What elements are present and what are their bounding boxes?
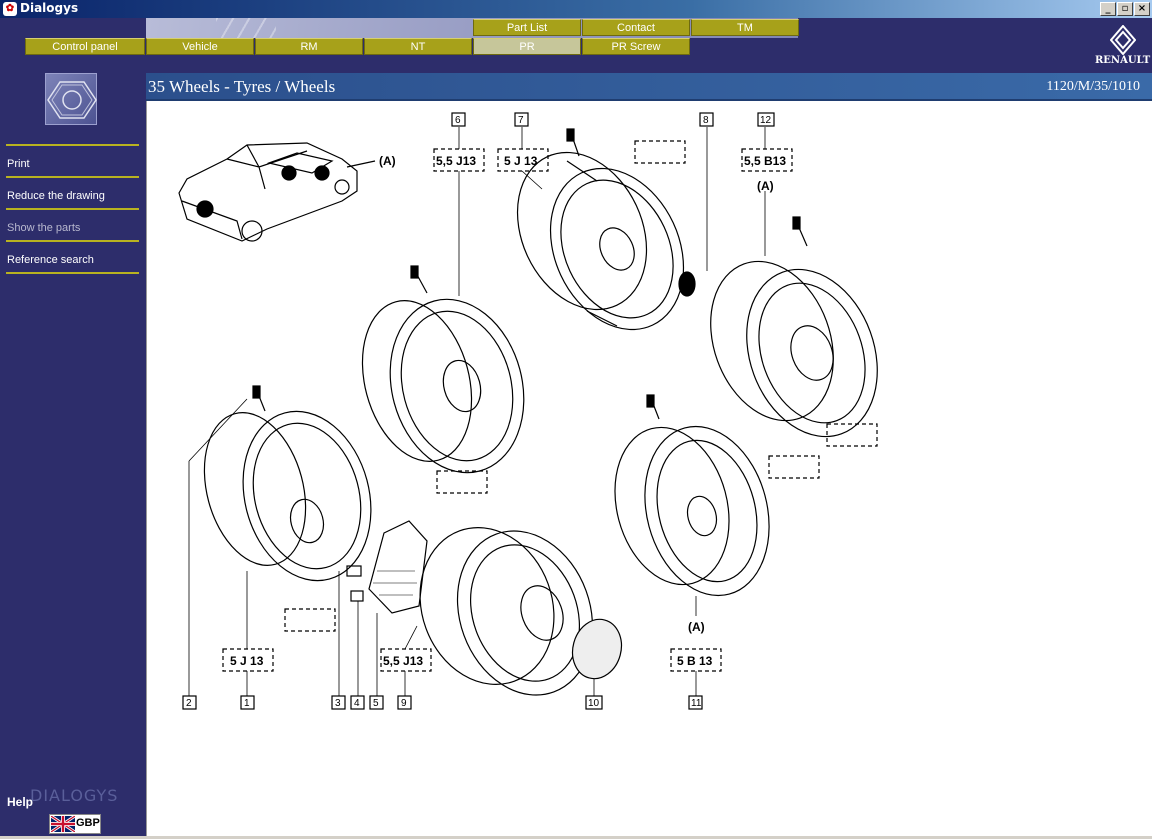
wheel-9[interactable] — [399, 509, 628, 715]
menu-divider — [6, 144, 139, 146]
page-title: 35 Wheels - Tyres / Wheels — [148, 77, 336, 96]
callout-12[interactable]: 12 — [760, 115, 772, 126]
variant-marker-11: (A) — [688, 620, 705, 634]
variant-marker-car: (A) — [379, 154, 396, 168]
reference-search-menu-item[interactable]: Reference search — [7, 254, 94, 266]
tab-contact[interactable]: Contact — [582, 19, 690, 36]
renault-diamond-icon — [1109, 25, 1136, 55]
app-icon: ✿ — [3, 2, 17, 16]
callout-10[interactable]: 10 — [588, 698, 600, 709]
menu-divider — [6, 240, 139, 242]
spec-label-12: 5,5 B13 — [744, 154, 786, 168]
spec-label-6: 5,5 J13 — [436, 154, 476, 168]
spec-label-1: 5 J 13 — [230, 654, 264, 668]
callout-8[interactable]: 8 — [703, 115, 709, 126]
header: Part List Contact TM Control panel Vehic… — [0, 18, 1152, 73]
tab-control-panel[interactable]: Control panel — [25, 38, 145, 55]
window-title: Dialogys — [20, 1, 79, 15]
currency-selector[interactable]: GBP — [49, 814, 101, 834]
reduce-drawing-menu-item[interactable]: Reduce the drawing — [7, 190, 105, 202]
parts-drawing[interactable]: (A) — [146, 101, 1152, 836]
wheel-1[interactable] — [188, 385, 389, 595]
hub-cap-5[interactable] — [346, 520, 428, 614]
variant-marker-12: (A) — [757, 179, 774, 193]
close-button[interactable]: × — [1134, 2, 1150, 16]
help-link[interactable]: Help — [7, 795, 34, 809]
menu-divider — [6, 208, 139, 210]
show-parts-menu-item: Show the parts — [7, 222, 81, 234]
wheel-11[interactable] — [598, 394, 787, 610]
restore-button[interactable]: ▫ — [1117, 2, 1133, 16]
spec-label-9: 5,5 J13 — [383, 654, 423, 668]
tab-rm[interactable]: RM — [255, 38, 363, 55]
spec-label-7: 5 J 13 — [504, 154, 538, 168]
callout-4[interactable]: 4 — [354, 698, 360, 709]
content-header: 35 Wheels - Tyres / Wheels 1120/M/35/101… — [146, 73, 1152, 101]
drawing-reference: 1120/M/35/1010 — [1046, 79, 1140, 94]
bottom-border — [0, 836, 1152, 839]
callout-2[interactable]: 2 — [186, 698, 192, 709]
callout-7[interactable]: 7 — [518, 115, 524, 126]
callout-numbers: 6 7 8 12 2 1 3 4 5 9 10 11 — [186, 115, 772, 709]
car-illustration — [178, 142, 376, 242]
callout-5[interactable]: 5 — [373, 698, 379, 709]
currency-label: GBP — [76, 817, 100, 829]
tab-part-list[interactable]: Part List — [473, 19, 581, 36]
exploded-view-diagram[interactable]: (A) — [147, 101, 1152, 836]
wheel-6[interactable] — [346, 265, 543, 488]
tab-pr-screw[interactable]: PR Screw — [582, 38, 690, 55]
spec-label-11: 5 B 13 — [677, 654, 713, 668]
leader-lines — [188, 127, 766, 696]
dashed-placeholders — [284, 140, 878, 632]
minimize-button[interactable]: _ — [1100, 2, 1116, 16]
uk-flag-icon — [51, 816, 75, 832]
wheel-12[interactable] — [689, 216, 899, 455]
menu-divider — [6, 176, 139, 178]
callout-9[interactable]: 9 — [401, 698, 407, 709]
callout-1[interactable]: 1 — [244, 698, 250, 709]
wheel-7[interactable] — [493, 128, 709, 351]
callout-3[interactable]: 3 — [335, 698, 341, 709]
print-menu-item[interactable]: Print — [7, 158, 30, 170]
title-bar: ✿ Dialogys _ ▫ × — [0, 0, 1152, 18]
callout-boxes — [182, 112, 775, 710]
hexagon-nut-icon — [45, 73, 97, 125]
callout-11[interactable]: 11 — [691, 698, 702, 709]
tab-pr[interactable]: PR — [473, 38, 581, 55]
tab-vehicle[interactable]: Vehicle — [146, 38, 254, 55]
menu-divider — [6, 272, 139, 274]
spec-labels: 5,5 J13 5 J 13 5,5 B13 (A) 5 J 13 5,5 J1… — [230, 154, 786, 668]
tab-nt[interactable]: NT — [364, 38, 472, 55]
renault-logo-text: RENAULT — [1095, 55, 1151, 66]
tab-tm[interactable]: TM — [691, 19, 799, 36]
sidebar: Print Reduce the drawing Show the parts … — [0, 73, 145, 839]
dialogys-watermark: DIALOGYS — [30, 786, 119, 805]
callout-6[interactable]: 6 — [455, 115, 461, 126]
renault-logo: RENAULT — [1095, 25, 1150, 71]
